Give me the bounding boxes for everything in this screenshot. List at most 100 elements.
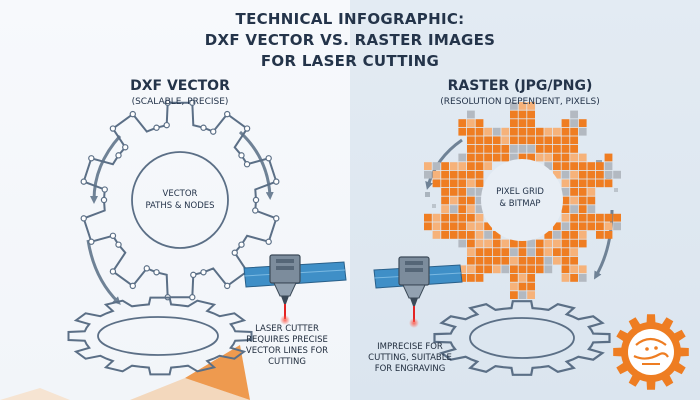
pixel-cell	[518, 282, 527, 291]
pixel-cell	[518, 127, 527, 136]
pixel-cell	[596, 162, 604, 170]
pixel-cell	[613, 222, 621, 231]
pixel-cell	[475, 205, 484, 213]
vector-node	[109, 268, 117, 275]
pixel-cell	[518, 119, 527, 127]
pixel-cell	[561, 256, 570, 265]
pixel-cell	[432, 162, 441, 170]
vector-node	[143, 265, 150, 272]
corner-decoration	[0, 388, 70, 400]
pixel-cell	[527, 282, 535, 291]
pixel-cell	[467, 170, 475, 179]
pixel-cell	[449, 188, 458, 196]
pixel-cell	[501, 239, 510, 248]
pixel-cell	[458, 239, 467, 248]
pixel-cell	[535, 136, 544, 145]
pixel-cell	[535, 153, 544, 162]
pixel-cell	[449, 222, 458, 231]
pixel-cell	[578, 196, 587, 205]
pixel-cell	[518, 102, 527, 110]
pixel-cell	[604, 179, 613, 188]
pixel-cell	[570, 196, 578, 205]
pixel-cell	[484, 136, 492, 145]
pixel-cell	[484, 162, 492, 170]
vector-node	[88, 155, 95, 162]
pixel-cell	[578, 162, 587, 170]
vector-node	[80, 178, 87, 185]
pixel-cell	[492, 145, 501, 153]
pixel-cell	[475, 153, 484, 162]
page-title-line-2: DXF VECTOR VS. RASTER IMAGES	[204, 31, 496, 49]
pixel-cell	[467, 248, 475, 256]
pixel-cell	[475, 265, 484, 274]
pixel-cell	[510, 282, 518, 291]
pixel-cell	[492, 239, 501, 248]
pixel-cell	[492, 265, 501, 274]
pixel-cell	[604, 170, 613, 179]
pixel-cell	[475, 248, 484, 256]
pixel-cell	[449, 196, 458, 205]
pixel-cell	[458, 188, 467, 196]
pixel-cell	[484, 153, 492, 162]
left-heading: DXF VECTOR	[130, 78, 230, 94]
pixel-cell	[544, 265, 553, 274]
pixel-cell	[441, 205, 449, 213]
pixel-cell	[467, 231, 475, 239]
pixel-cell	[467, 136, 475, 145]
pixel-cell	[467, 196, 475, 205]
right-gear-label: PIXEL GRID & BITMAP	[460, 186, 580, 210]
pixel-cell	[535, 256, 544, 265]
pixel-cell	[510, 153, 518, 162]
pixel-cell	[578, 153, 587, 162]
pixel-cell	[475, 231, 484, 239]
pixel-cell	[553, 248, 561, 256]
pixel-cell	[441, 170, 449, 179]
pixel-cell	[587, 170, 596, 179]
pixel-cell	[578, 239, 587, 248]
pixel-cell	[570, 274, 578, 282]
left-note-line-3: VECTOR LINES FOR	[245, 346, 329, 356]
left-note-line-2: REQUIRES PRECISE	[246, 335, 328, 345]
pixel-cell	[561, 205, 570, 213]
vector-node	[273, 178, 280, 185]
pixel-cell	[561, 188, 570, 196]
pixel-cell	[441, 179, 449, 188]
pixel-cell	[518, 110, 527, 119]
pixel-cell	[441, 188, 449, 196]
pixel-cell	[475, 213, 484, 222]
pixel-cell	[535, 127, 544, 136]
pixel-cell	[501, 265, 510, 274]
right-note: IMPRECISE FOR CUTTING, SUITABLE FOR ENGR…	[350, 342, 470, 375]
pixel-cell	[561, 248, 570, 256]
pixel-cell	[510, 145, 518, 153]
vector-node	[101, 186, 108, 193]
pixel-cell	[510, 265, 518, 274]
pixel-cell	[570, 162, 578, 170]
pixel-cell	[458, 153, 467, 162]
pixel-cell	[518, 274, 527, 282]
pixel-cell	[424, 162, 432, 170]
pixel-cell	[424, 222, 432, 231]
vector-node	[200, 269, 207, 276]
vector-node	[163, 121, 170, 129]
pixel-cell	[561, 213, 570, 222]
pixel-cell	[441, 213, 449, 222]
left-note-line-4: CUTTING	[268, 357, 306, 367]
pixel-cell	[535, 265, 544, 274]
pixel-cell	[613, 170, 621, 179]
pixel-cell	[544, 162, 553, 170]
vector-node	[153, 269, 160, 276]
pixel-cell	[484, 239, 492, 248]
pixel-cell	[570, 179, 578, 188]
left-panel-background	[0, 0, 350, 400]
pixel-cell	[587, 205, 596, 213]
pixel-cell	[467, 256, 475, 265]
pixel-cell	[570, 127, 578, 136]
pixel-cell	[553, 222, 561, 231]
flat-gear-hole	[469, 317, 575, 359]
pixel-cell	[527, 256, 535, 265]
vector-node	[122, 144, 129, 151]
pixel-cell	[449, 170, 458, 179]
pixel-cell	[527, 274, 535, 282]
pixel-cell	[458, 213, 467, 222]
